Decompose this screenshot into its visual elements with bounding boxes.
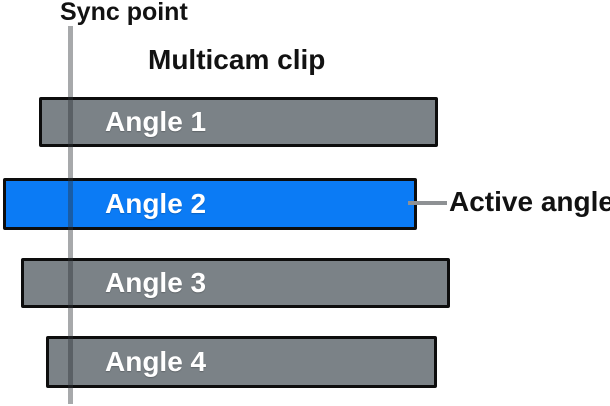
sync-point-line — [68, 26, 73, 404]
angle-bar-2-label: Angle 2 — [105, 188, 207, 219]
active-angle-pointer-line — [408, 201, 447, 205]
angle-bar-4: Angle 4 — [46, 336, 437, 388]
angle-bar-3: Angle 3 — [21, 258, 450, 308]
angle-bar-1-label: Angle 1 — [105, 106, 207, 137]
active-angle-label: Active angle — [449, 186, 610, 217]
angle-bar-3-label: Angle 3 — [105, 267, 207, 298]
angle-bar-2-active: Angle 2 — [3, 178, 417, 230]
multicam-clip-label: Multicam clip — [148, 44, 326, 75]
angle-bar-4-label: Angle 4 — [105, 346, 207, 377]
angle-bar-1: Angle 1 — [39, 97, 438, 147]
sync-point-label: Sync point — [60, 0, 188, 26]
